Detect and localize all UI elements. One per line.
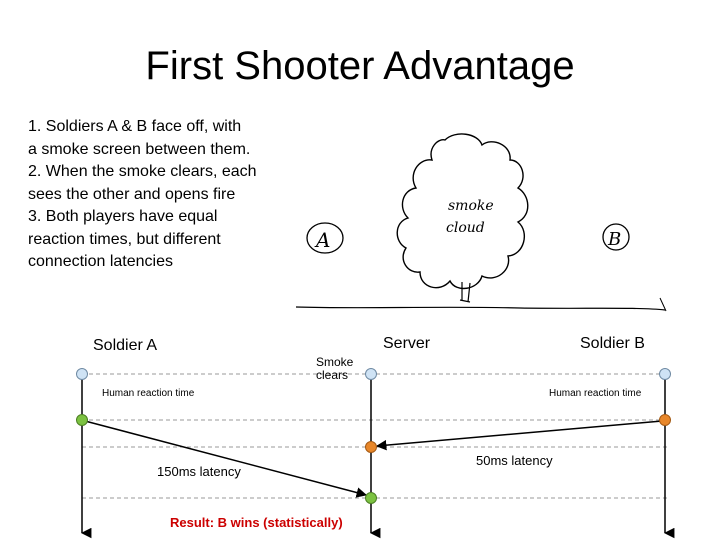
page-title: First Shooter Advantage: [145, 44, 575, 88]
server-label: Server: [383, 335, 431, 352]
server-start-dot: [365, 368, 377, 380]
player-b-letter: B: [607, 229, 621, 250]
ground-line-sketch: [295, 306, 666, 311]
soldier-a-label: Soldier A: [93, 337, 158, 354]
smoke-clears-line1: Smoke: [316, 355, 354, 369]
player-a-circle: [306, 222, 344, 254]
arrow-a-to-server: [84, 420, 368, 498]
reaction-time-right-label: Human reaction time: [549, 388, 642, 399]
ground-tick-sketch: [659, 297, 667, 312]
scenario-description: 1. Soldiers A & B face off, with a smoke…: [28, 116, 298, 274]
smoke-stem-sketch: [459, 282, 471, 303]
smoke-clears-line2: clears: [316, 368, 349, 382]
soldier-b-fire-dot: [659, 414, 671, 426]
step-line: a smoke screen between them.: [28, 140, 251, 158]
step-line: 3. Both players have equal: [28, 208, 218, 225]
step-line: connection latencies: [28, 253, 173, 270]
soldier-a-start-dot: [76, 368, 88, 380]
server-a-arrival-dot: [365, 492, 377, 504]
smoke-label-line1: smoke: [448, 198, 494, 214]
smoke-clears-label: Smoke clears: [316, 356, 353, 382]
player-a-letter: A: [314, 228, 330, 252]
result-label: Result: B wins (statistically): [170, 515, 343, 530]
step-line: 1. Soldiers A & B face off, with: [28, 118, 242, 135]
arrow-b-to-server: [375, 420, 663, 451]
step-line: 2. When the smoke clears, each: [28, 163, 257, 180]
step-line: sees the other and opens fire: [28, 185, 236, 203]
smoke-label-line2: cloud: [446, 220, 485, 236]
step-line: reaction times, but different: [28, 230, 221, 248]
reaction-time-left-label: Human reaction time: [102, 388, 195, 399]
server-b-arrival-dot: [365, 441, 377, 453]
soldier-b-label: Soldier B: [580, 335, 645, 352]
smoke-cloud-sketch: [396, 133, 529, 290]
latency-a-label: 150ms latency: [157, 464, 241, 479]
player-b-circle: [602, 223, 630, 251]
soldier-b-start-dot: [659, 368, 671, 380]
soldier-a-fire-dot: [76, 414, 88, 426]
latency-b-label: 50ms latency: [476, 453, 553, 468]
